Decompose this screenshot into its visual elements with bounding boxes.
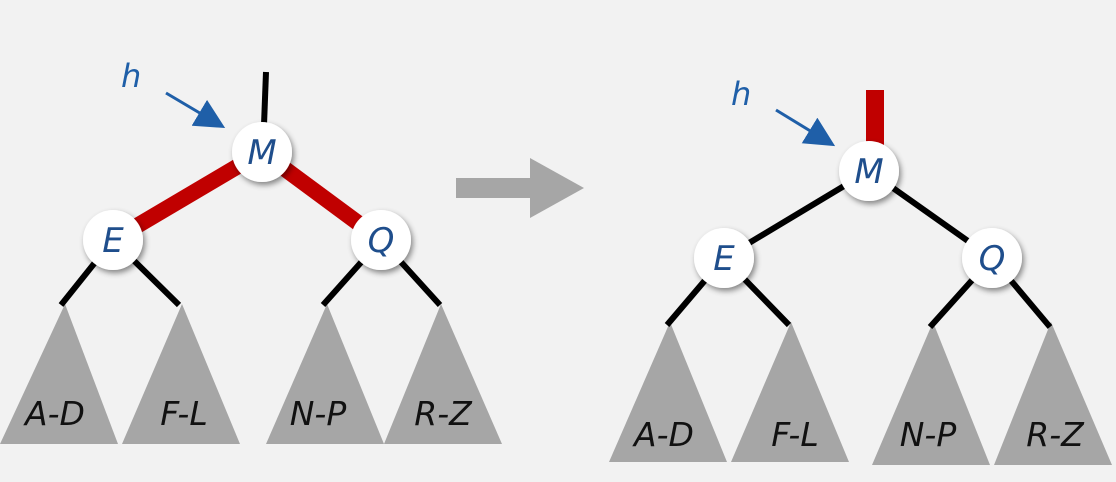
after-subtree-a-d-triangle: [609, 322, 727, 462]
after-subtree-a-d-label: A-D: [632, 415, 694, 454]
subtree-n-p-label: N-P: [290, 394, 347, 433]
subtree-r-z-label: R-Z: [414, 394, 473, 433]
node-q: Q: [351, 210, 411, 270]
after-tree: h M E Q A-D F-L N-P R-Z: [609, 75, 1112, 465]
subtree-a-d-triangle: [0, 304, 118, 444]
after-subtree-r-z-triangle: [994, 322, 1112, 465]
pointer-h-arrow: [165, 91, 226, 129]
parent-link: [261, 71, 269, 126]
after-pointer-h-label: h: [731, 75, 751, 113]
subtree-a-d-label: A-D: [23, 394, 85, 433]
node-m-label: M: [247, 133, 276, 173]
node-e-label: E: [102, 221, 124, 261]
after-node-e: E: [694, 228, 754, 288]
right-arrow-icon: [456, 158, 584, 218]
after-pointer-h-arrow: [775, 108, 836, 147]
subtree-f-l-label: F-L: [160, 394, 207, 433]
after-node-q-label: Q: [979, 239, 1006, 279]
subtree-r-z-triangle: [384, 304, 502, 444]
after-node-m-label: M: [854, 152, 883, 192]
after-node-e-label: E: [713, 239, 735, 279]
subtree-f-l-triangle: [122, 304, 240, 444]
after-subtree-r-z-label: R-Z: [1026, 415, 1085, 454]
pointer-h-label: h: [121, 57, 141, 95]
after-subtree-f-l-triangle: [731, 322, 849, 462]
after-subtree-n-p-triangle: [872, 322, 990, 465]
after-subtree-n-p-label: N-P: [900, 415, 957, 454]
after-node-m: M: [839, 141, 899, 201]
before-tree: h M E Q A-D F-L N-P R-Z: [0, 57, 502, 444]
node-m: M: [232, 122, 292, 182]
after-subtree-f-l-label: F-L: [771, 415, 818, 454]
after-node-q: Q: [962, 228, 1022, 288]
node-e: E: [83, 210, 143, 270]
node-q-label: Q: [368, 221, 395, 261]
subtree-n-p-triangle: [266, 304, 384, 444]
